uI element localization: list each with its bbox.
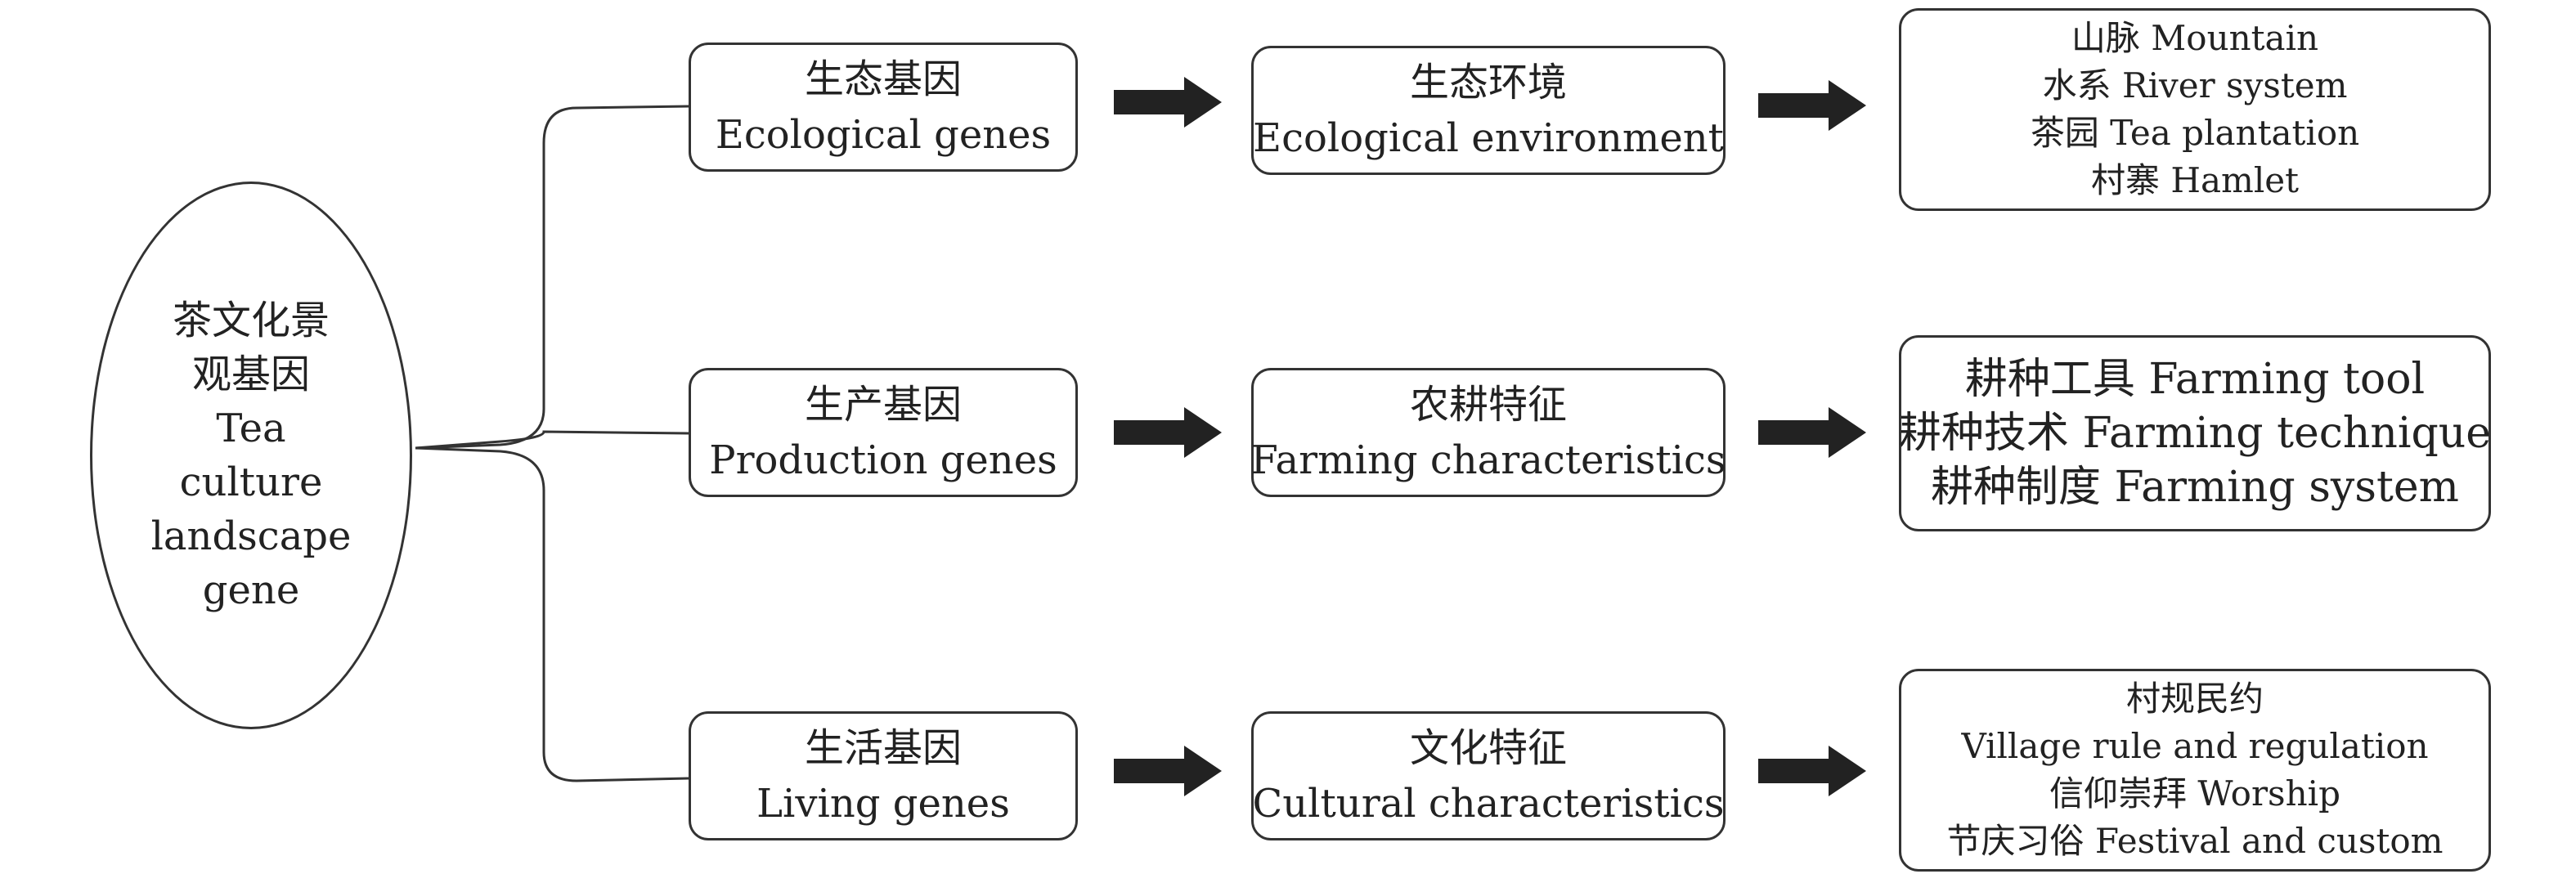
element-item: 村寨 Hamlet [2090,160,2299,200]
gene-label-en: Production genes [709,437,1057,483]
root-line: 茶文化景 [172,298,330,343]
feature-label-en: Cultural characteristics [1252,781,1725,827]
curly-brace-connector [415,430,689,450]
right-arrow-icon [1758,407,1866,458]
element-item: 耕种工具 Farming tool [1964,355,2426,404]
ecological-elements-box: 山脉 Mountain 水系 River system 茶园 Tea plant… [1899,8,2491,211]
right-arrow-icon [1114,77,1222,128]
root-line: 观基因 [191,352,310,397]
right-arrow-icon [1758,746,1866,796]
cultural-elements-box: 村规民约 Village rule and regulation 信仰崇拜 Wo… [1899,669,2491,872]
right-arrow-icon [1114,407,1222,458]
element-item: 耕种技术 Farming technique [1898,409,2492,458]
element-item: 山脉 Mountain [2071,18,2319,58]
farming-characteristics-box: 农耕特征 Farming characteristics [1251,368,1726,497]
element-item: 水系 River system [2042,65,2348,105]
curly-brace-connector [415,446,689,782]
feature-label-en: Farming characteristics [1250,437,1726,483]
root-line: Tea [216,406,286,451]
ecological-environment-box: 生态环境 Ecological environment [1251,46,1726,175]
gene-label-en: Ecological genes [715,112,1052,158]
root-line: culture [179,459,323,505]
element-item: 耕种制度 Farming system [1931,463,2459,512]
right-arrow-icon [1114,746,1222,796]
curly-brace-connector [415,105,689,450]
production-genes-box: 生产基因 Production genes [689,368,1078,497]
gene-label-cn: 生活基因 [804,725,962,771]
cultural-characteristics-box: 文化特征 Cultural characteristics [1251,711,1726,840]
element-item: Village rule and regulation [1961,726,2429,766]
element-item: 节庆习俗 Festival and custom [1946,821,2444,861]
gene-label-cn: 生产基因 [804,382,962,428]
feature-label-cn: 农耕特征 [1409,382,1567,428]
feature-label-en: Ecological environment [1253,115,1724,161]
feature-label-cn: 文化特征 [1409,725,1567,771]
element-item: 村规民约 [2125,679,2264,719]
living-genes-box: 生活基因 Living genes [689,711,1078,840]
element-item: 信仰崇拜 Worship [2049,773,2340,813]
element-item: 茶园 Tea plantation [2030,113,2360,153]
right-arrow-icon [1758,80,1866,131]
ecological-genes-box: 生态基因 Ecological genes [689,43,1078,172]
gene-label-en: Living genes [756,781,1010,827]
farming-elements-box: 耕种工具 Farming tool 耕种技术 Farming technique… [1899,335,2491,531]
gene-label-cn: 生态基因 [804,56,962,102]
root-ellipse: 茶文化景 观基因 Tea culture landscape gene [90,182,412,729]
feature-label-cn: 生态环境 [1409,60,1567,105]
root-line: gene [202,567,300,613]
root-line: landscape [150,513,352,559]
